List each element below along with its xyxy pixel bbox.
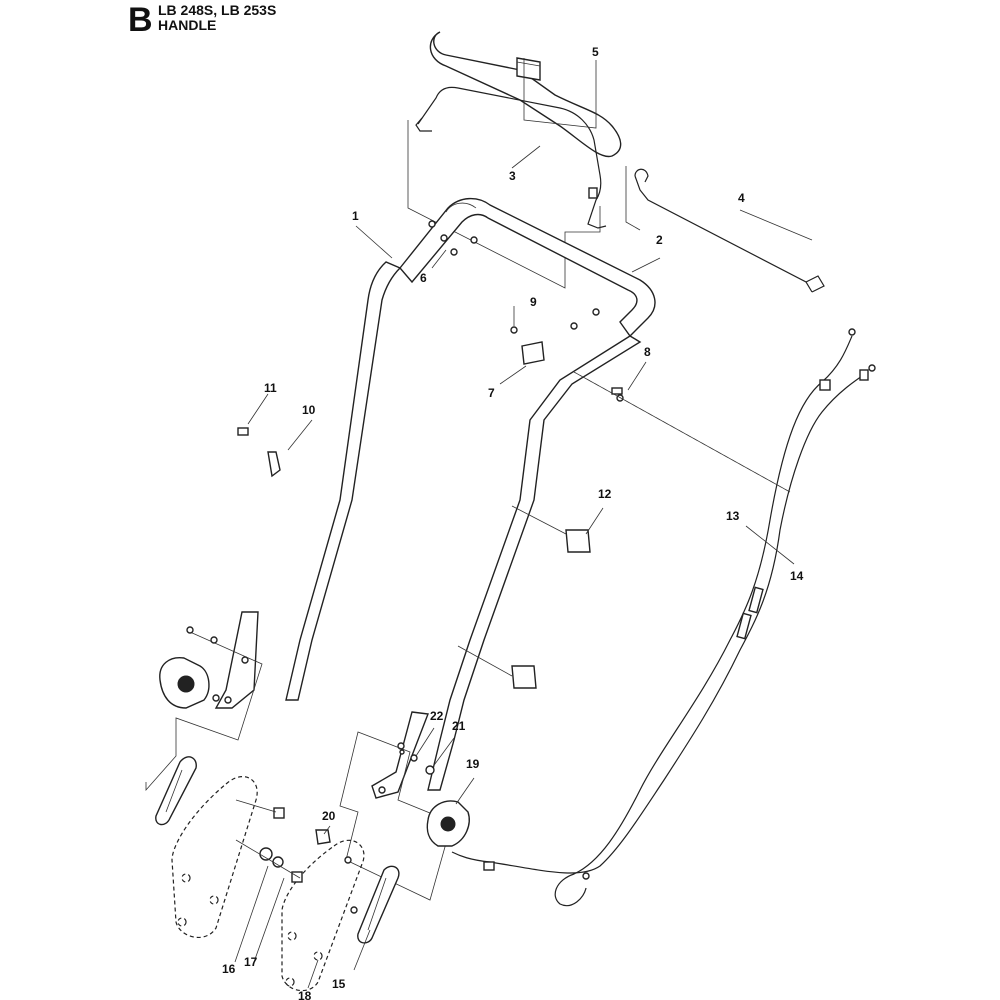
bail-bar: [415, 86, 607, 229]
lower-left-outline: [145, 631, 263, 792]
left-lever: [155, 756, 197, 826]
right-handle-knob: [426, 800, 470, 847]
callout-6: 6: [420, 271, 427, 285]
hardware: [186, 220, 624, 914]
callout-9: 9: [530, 295, 537, 309]
callout-19: 19: [466, 757, 480, 771]
leader-lines: [234, 58, 813, 989]
callout-14: 14: [790, 569, 804, 583]
control-rod: [634, 168, 825, 293]
right-lever: [357, 865, 400, 944]
callout-12: 12: [598, 487, 612, 501]
callout-3: 3: [509, 169, 516, 183]
lower-right-outline: [339, 731, 453, 901]
callout-numbers: 1 2 3 4 5 6 7 8 9 10 11 12 13 14 15 16 1…: [222, 45, 804, 1000]
callout-22: 22: [430, 709, 444, 723]
callout-11: 11: [264, 381, 277, 395]
callout-7: 7: [488, 386, 495, 400]
left-height-plate: [171, 775, 258, 938]
lower-left-bracket: [214, 611, 259, 709]
left-handle-knob: [159, 657, 210, 709]
callout-18: 18: [298, 989, 312, 1000]
callout-5: 5: [592, 45, 599, 59]
callout-20: 20: [322, 809, 336, 823]
section-letter: B: [128, 1, 153, 39]
callout-4: 4: [738, 191, 745, 205]
callout-15: 15: [332, 977, 346, 991]
callout-1: 1: [352, 209, 359, 223]
callout-21: 21: [452, 719, 466, 733]
assembly-outline-top: [407, 120, 601, 289]
callout-8: 8: [644, 345, 651, 359]
control-cables: [451, 328, 876, 907]
callout-17: 17: [244, 955, 258, 969]
assembly-title: HANDLE: [158, 17, 217, 33]
callout-13: 13: [726, 509, 740, 523]
model-title: LB 248S, LB 253S: [158, 2, 277, 18]
lower-right-bracket: [371, 711, 429, 799]
callout-16: 16: [222, 962, 236, 976]
right-height-plate: [281, 839, 365, 992]
cable-clips: [511, 341, 591, 689]
callout-2: 2: [656, 233, 663, 247]
callout-10: 10: [302, 403, 316, 417]
assembly-outline-right: [625, 166, 641, 231]
